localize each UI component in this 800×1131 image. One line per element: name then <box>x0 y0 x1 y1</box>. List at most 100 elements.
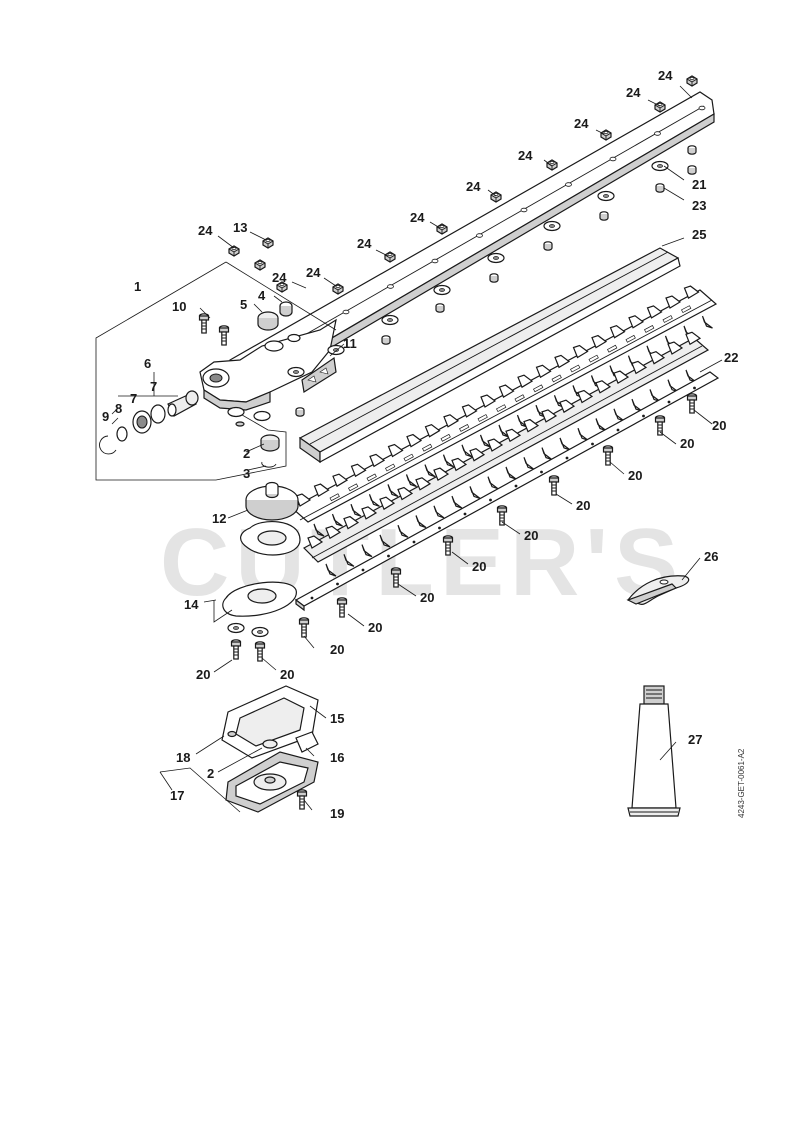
blade-tooth <box>415 477 432 491</box>
blade-tooth <box>361 506 378 520</box>
callout-20: 20 <box>420 590 434 605</box>
callout-3: 3 <box>243 466 250 481</box>
blade-tooth <box>554 354 571 369</box>
blade-tooth <box>313 523 325 537</box>
blade-tooth <box>325 525 342 540</box>
callout-24: 24 <box>658 68 673 83</box>
callout-7: 7 <box>130 391 137 406</box>
blade-tooth <box>443 414 460 428</box>
blade-tooth <box>350 463 367 478</box>
blade-slot <box>348 483 359 492</box>
callout-20: 20 <box>680 436 694 451</box>
blade-tooth <box>343 554 355 567</box>
callout-24: 24 <box>198 223 213 238</box>
callout-20: 20 <box>196 667 210 682</box>
blade-tooth <box>424 424 441 438</box>
blade-tooth <box>628 315 645 329</box>
spacer <box>295 407 305 417</box>
rail-hole <box>520 207 528 213</box>
blade-tooth <box>332 473 349 488</box>
blade-tooth <box>487 438 504 452</box>
callout-15: 15 <box>330 711 344 726</box>
spacer <box>599 211 609 221</box>
callout-20: 20 <box>524 528 538 543</box>
blade-tooth <box>535 364 552 379</box>
blade-tooth <box>313 483 330 497</box>
blade-tooth <box>665 295 682 309</box>
callout-4: 4 <box>258 288 266 303</box>
blade-tooth <box>433 505 445 519</box>
callout-24: 24 <box>357 236 372 251</box>
rail-hole <box>609 156 617 162</box>
blade-tooth <box>559 399 576 414</box>
blade-tooth <box>613 408 625 422</box>
blade-tooth <box>451 495 463 509</box>
callout-24: 24 <box>272 270 287 285</box>
nut <box>384 251 396 263</box>
callout-19: 19 <box>330 806 344 821</box>
blade-slot <box>644 325 655 333</box>
callout-20: 20 <box>280 667 294 682</box>
gear-housing-rail <box>199 91 715 411</box>
guard-plate-holes <box>310 386 696 600</box>
assembly-bracket-1 <box>95 261 337 481</box>
guard-hole <box>387 554 390 558</box>
blade-tooth <box>379 534 391 548</box>
blade-tooth <box>577 389 594 404</box>
nut <box>332 283 344 295</box>
blade-slot <box>459 424 470 432</box>
callout-18: 18 <box>176 750 190 765</box>
nut <box>600 129 612 141</box>
callout-20: 20 <box>628 468 642 483</box>
blade-slot <box>625 334 636 343</box>
callout-24: 24 <box>466 179 481 194</box>
rail-hole <box>431 258 439 264</box>
washer <box>327 344 345 356</box>
callout-24: 24 <box>626 85 641 100</box>
blade-tooth <box>631 360 648 375</box>
blade-tooth <box>649 351 666 365</box>
washer <box>487 252 505 264</box>
spacer <box>687 145 697 155</box>
blade-tooth <box>498 384 515 398</box>
callout-17: 17 <box>170 788 184 803</box>
callout-20: 20 <box>712 418 726 433</box>
blade-tooth <box>683 285 700 299</box>
blade-slot <box>551 374 562 383</box>
callout-20: 20 <box>576 498 590 513</box>
blade-tooth <box>487 476 499 490</box>
spacer <box>381 335 391 345</box>
guard-hole <box>310 596 314 600</box>
washer <box>651 160 669 172</box>
guard-hole <box>336 582 339 586</box>
screw <box>230 639 242 660</box>
callout-labels: 1 2 2 3 4 5 6 7 7 8 9 10 11 12 13 14 15 … <box>102 68 738 821</box>
blade-tooth <box>505 428 522 443</box>
rail-hole <box>654 131 661 136</box>
screw <box>602 445 614 466</box>
screw <box>548 475 560 496</box>
callout-26: 26 <box>704 549 718 564</box>
blade-tooth <box>613 370 630 384</box>
screw <box>218 325 230 346</box>
callout-1: 1 <box>134 279 141 294</box>
blade-slot <box>496 404 507 413</box>
blade-tooth <box>572 344 589 359</box>
blade-tooth <box>442 454 454 468</box>
blade-tooth <box>307 535 324 549</box>
blade-tooth <box>577 427 589 441</box>
blade-tooth <box>397 524 409 538</box>
blade-tooth <box>469 448 486 462</box>
blade-tooth <box>433 467 450 481</box>
rail-hole <box>565 182 572 187</box>
blade-tooth <box>343 515 360 530</box>
spacer <box>655 183 665 193</box>
washer <box>381 314 399 326</box>
callout-24: 24 <box>410 210 425 225</box>
callout-21: 21 <box>692 177 706 192</box>
washer <box>227 622 245 634</box>
callout-20: 20 <box>330 642 344 657</box>
blade-guard <box>626 575 690 605</box>
blade-tooth <box>415 515 427 529</box>
blade-slot <box>329 493 340 502</box>
